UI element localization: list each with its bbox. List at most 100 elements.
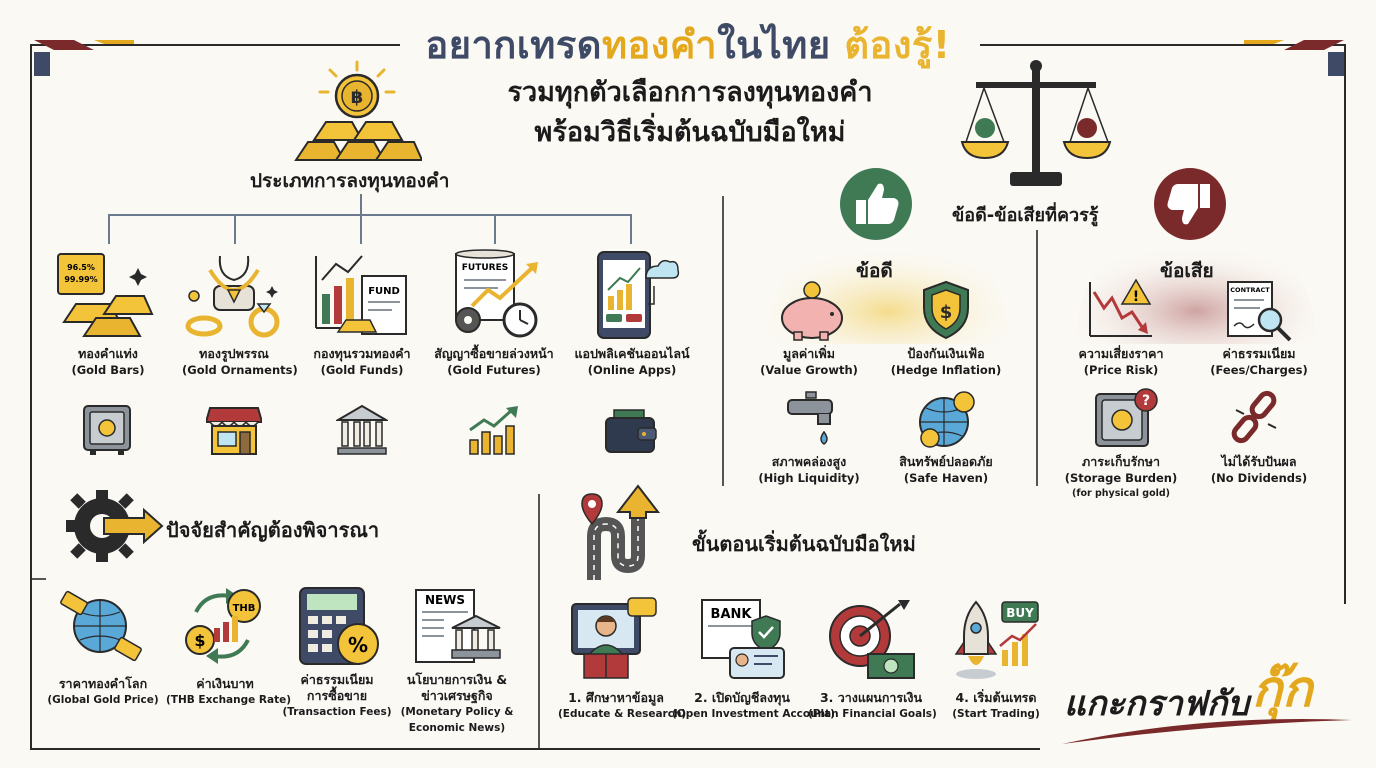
tree-line (360, 194, 362, 214)
factor-label: นโยบายการเงิน & ข่าวเศรษฐกิจ (Monetary P… (398, 672, 516, 736)
futures-scroll-icon: FUTURES (455, 249, 538, 338)
factor-label: ราคาทองคำโลก (Global Gold Price) (44, 676, 162, 708)
falling-chart-icon: ! (1089, 278, 1152, 337)
subtitle-line-2: พร้อมวิธีเริ่มต้นฉบับมือใหม่ (534, 117, 846, 148)
vault-question-icon: ? (1095, 388, 1158, 447)
pro-label-th: มูลค่าเพิ่ม (782, 346, 836, 361)
rocket-buy-icon: BUY (954, 600, 1039, 679)
pro-label: มูลค่าเพิ่ม (Value Growth) (754, 346, 864, 378)
road-arrow-icon (581, 484, 661, 580)
bank-icon (336, 404, 388, 455)
type-label-en: (Gold Futures) (447, 363, 541, 377)
divider (538, 494, 540, 748)
svg-text:฿: ฿ (351, 87, 364, 108)
factor-label-en: (Transaction Fees) (282, 706, 392, 718)
con-label-th: ค่าธรรมเนียม (1222, 346, 1296, 361)
shield-dollar-icon: $ (923, 280, 969, 340)
factor-label: ค่าธรรมเนียม การซื้อขาย (Transaction Fee… (278, 672, 396, 720)
wallet-icon (605, 409, 657, 453)
tree-line (494, 214, 496, 244)
pro-label-en: (Value Growth) (760, 363, 858, 377)
svg-text:?: ? (1142, 393, 1150, 409)
factor-label-en: (THB Exchange Rate) (166, 694, 292, 706)
brand-text: แกะกราฟกับ (1064, 684, 1249, 724)
thumbs-up-icon (840, 168, 912, 240)
svg-text:$: $ (194, 631, 205, 650)
step-label-th: 1. ศึกษาหาข้อมูล (568, 690, 664, 705)
con-label-th: ความเสี่ยงราคา (1078, 346, 1164, 361)
gold-bars-icon: 96.5% 99.99% (57, 253, 154, 337)
broken-chain-icon (1231, 390, 1277, 444)
svg-text:BUY: BUY (1006, 606, 1034, 620)
con-label-th: ภาระเก็บรักษา (1081, 454, 1160, 469)
pro-label-th: ป้องกันเงินเฟ้อ (907, 346, 985, 361)
title-text-3: ในไทย (717, 23, 845, 67)
pro-label-en: (Safe Haven) (903, 471, 989, 485)
pro-label-th: สินทรัพย์ปลอดภัย (899, 454, 993, 469)
step-label-th: 2. เปิดบัญชีลงทุน (694, 690, 790, 705)
con-label-en: (Storage Burden) (1064, 471, 1178, 485)
factor-label-en: Economic News) (408, 722, 506, 734)
con-label-th: ไม่ได้รับปันผล (1221, 454, 1297, 469)
frame-top-left (30, 44, 400, 46)
type-label: สัญญาซื้อขายล่วงหน้า (Gold Futures) (420, 346, 568, 378)
svg-text:$: $ (940, 302, 953, 323)
type-label-th: กองทุนรวมทองคำ (313, 346, 411, 361)
globe-price-icon (60, 590, 142, 662)
svg-text:!: ! (1133, 289, 1139, 305)
con-label-en: (No Dividends) (1210, 471, 1308, 485)
balance-scale-icon (960, 60, 1112, 186)
type-label-th: ทองรูปพรรณ (199, 346, 269, 361)
type-label-en: (Gold Bars) (71, 363, 145, 377)
thumbs-down-icon (1154, 168, 1226, 240)
step-label: 1. ศึกษาหาข้อมูล (Educate & Research) (558, 690, 686, 722)
pro-label: สินทรัพย์ปลอดภัย (Safe Haven) (886, 454, 1006, 486)
steps-heading: ขั้นตอนเริ่มต้นฉบับมือใหม่ (692, 532, 916, 556)
divider (722, 196, 724, 486)
factor-label: ค่าเงินบาท (THB Exchange Rate) (166, 676, 292, 708)
newspaper-icon: NEWS (415, 589, 501, 663)
title-text-4: ต้องรู้! (844, 23, 951, 67)
svg-text:FUND: FUND (368, 286, 400, 297)
svg-text:CONTRACT: CONTRACT (1230, 286, 1270, 294)
type-label-en: (Gold Ornaments) (182, 363, 298, 377)
gold-stack-coin-icon: ฿ (294, 60, 422, 161)
divider (32, 578, 46, 580)
tree-line (630, 214, 632, 244)
subtitle-line-1: รวมทุกตัวเลือกการลงทุนทองคำ (507, 77, 873, 108)
reading-person-icon (571, 597, 657, 679)
type-label: แอปพลิเคชันออนไลน์ (Online Apps) (566, 346, 698, 378)
faucet-icon (787, 391, 833, 445)
factor-label-en: (Global Gold Price) (47, 694, 159, 706)
factor-label-th: การซื้อขาย (306, 688, 368, 703)
svg-text:THB: THB (233, 603, 256, 614)
corner-ornament-left (34, 40, 134, 76)
factor-label-th: ราคาทองคำโลก (58, 676, 148, 691)
svg-text:FUTURES: FUTURES (462, 263, 508, 273)
con-label: ภาระเก็บรักษา (Storage Burden) (for phys… (1062, 454, 1180, 502)
title-text-1: อยากเทรด (425, 23, 602, 67)
frame-top-right (980, 44, 1346, 46)
pro-label: ป้องกันเงินเฟ้อ (Hedge Inflation) (886, 346, 1006, 378)
factor-label-th: ข่าวเศรษฐกิจ (421, 688, 493, 703)
step-label: 3. วางแผนการเงิน (Plan Financial Goals) (808, 690, 937, 722)
trading-app-icon (597, 251, 680, 339)
factor-label-th: ค่าเงินบาท (196, 676, 254, 691)
growth-chart-icon (469, 406, 518, 455)
type-label: กองทุนรวมทองคำ (Gold Funds) (304, 346, 420, 378)
divider (1036, 230, 1038, 486)
con-label: ค่าธรรมเนียม (Fees/Charges) (1204, 346, 1314, 378)
con-label: ความเสี่ยงราคา (Price Risk) (1066, 346, 1176, 378)
con-label-en: (Fees/Charges) (1210, 363, 1308, 377)
title-text-gold: ทองคำ (601, 23, 718, 67)
pro-label-th: สภาพคล่องสูง (771, 454, 847, 469)
con-label-note: (for physical gold) (1072, 488, 1170, 499)
step-label-en: (Plan Financial Goals) (808, 708, 937, 720)
con-label-en: (Price Risk) (1083, 363, 1159, 377)
type-label-en: (Online Apps) (587, 363, 677, 377)
piggy-bank-icon (781, 281, 843, 341)
page-title: อยากเทรดทองคำในไทย ต้องรู้! (0, 14, 1376, 75)
type-label: ทองรูปพรรณ (Gold Ornaments) (182, 346, 298, 378)
contract-icon: CONTRACT (1227, 281, 1292, 342)
exchange-icon: $ THB (185, 588, 261, 664)
